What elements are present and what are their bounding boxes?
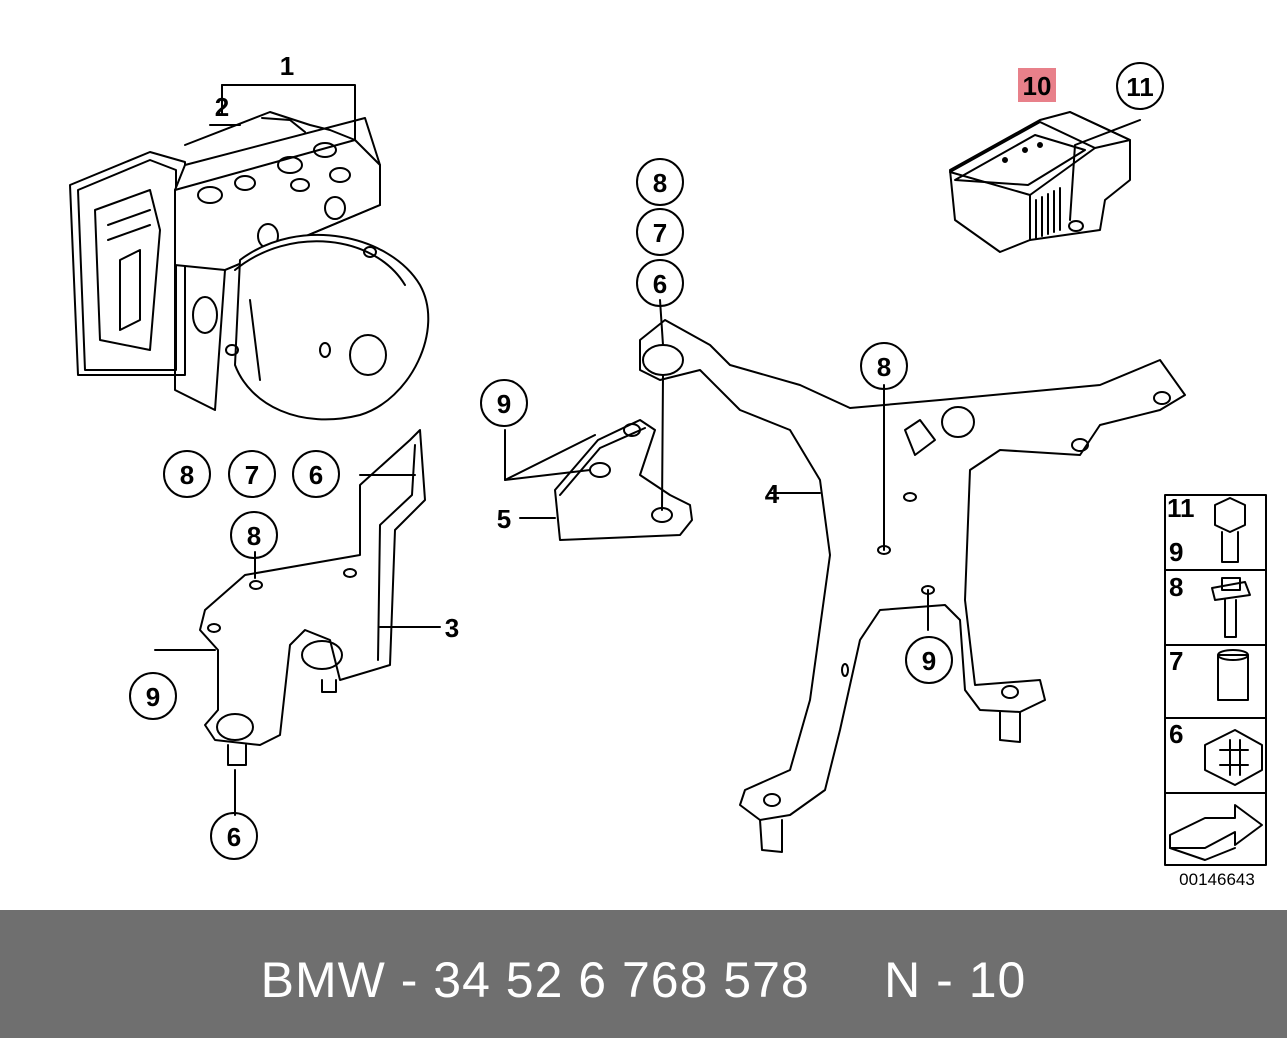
callout-4: 4 bbox=[765, 479, 780, 509]
diagram-number: 00146643 bbox=[1179, 870, 1255, 889]
callout-9-left: 9 bbox=[146, 682, 160, 712]
callout-6-top: 6 bbox=[653, 269, 667, 299]
parts-diagram: 1 2 3 4 5 8 7 6 8 7 6 8 9 8 9 9 6 10 11 … bbox=[69, 51, 1267, 889]
abs-unit-drawing bbox=[69, 84, 430, 421]
footer-bar: BMW - 34 52 6 768 578 N - 10 bbox=[0, 910, 1287, 1038]
fastener-legend-drawing bbox=[1164, 494, 1267, 866]
callout-10: 10 bbox=[1023, 71, 1052, 101]
callout-8-left: 8 bbox=[180, 460, 194, 490]
highlight-box bbox=[1018, 68, 1056, 102]
part-number-caption: BMW - 34 52 6 768 578 N - 10 bbox=[260, 952, 1027, 1008]
callout-7-top: 7 bbox=[653, 218, 667, 248]
callout-7-left: 7 bbox=[245, 460, 259, 490]
callout-circles bbox=[129, 62, 1164, 860]
callout-2: 2 bbox=[215, 92, 229, 122]
callout-3: 3 bbox=[445, 613, 459, 643]
callout-8-top: 8 bbox=[653, 168, 667, 198]
legend-label-9: 9 bbox=[1169, 537, 1183, 567]
bracket-3-drawing bbox=[154, 429, 441, 816]
carrier-4-drawing bbox=[639, 299, 1186, 853]
callout-9-bracket5: 9 bbox=[497, 389, 511, 419]
callout-9-carrier: 9 bbox=[922, 646, 936, 676]
callout-11: 11 bbox=[1126, 72, 1154, 102]
callout-8-bracket: 8 bbox=[247, 521, 261, 551]
callout-5: 5 bbox=[497, 504, 511, 534]
sensor-drawing bbox=[949, 111, 1141, 253]
legend-label-7: 7 bbox=[1169, 646, 1183, 676]
bracket-5-drawing bbox=[504, 419, 693, 541]
callout-8-carrier: 8 bbox=[877, 352, 891, 382]
callout-6-bottom: 6 bbox=[227, 822, 241, 852]
legend-label-8: 8 bbox=[1169, 572, 1183, 602]
legend-label-6: 6 bbox=[1169, 719, 1183, 749]
callout-1: 1 bbox=[280, 51, 294, 81]
legend-label-11: 11 bbox=[1167, 493, 1195, 523]
callout-6-left: 6 bbox=[309, 460, 323, 490]
